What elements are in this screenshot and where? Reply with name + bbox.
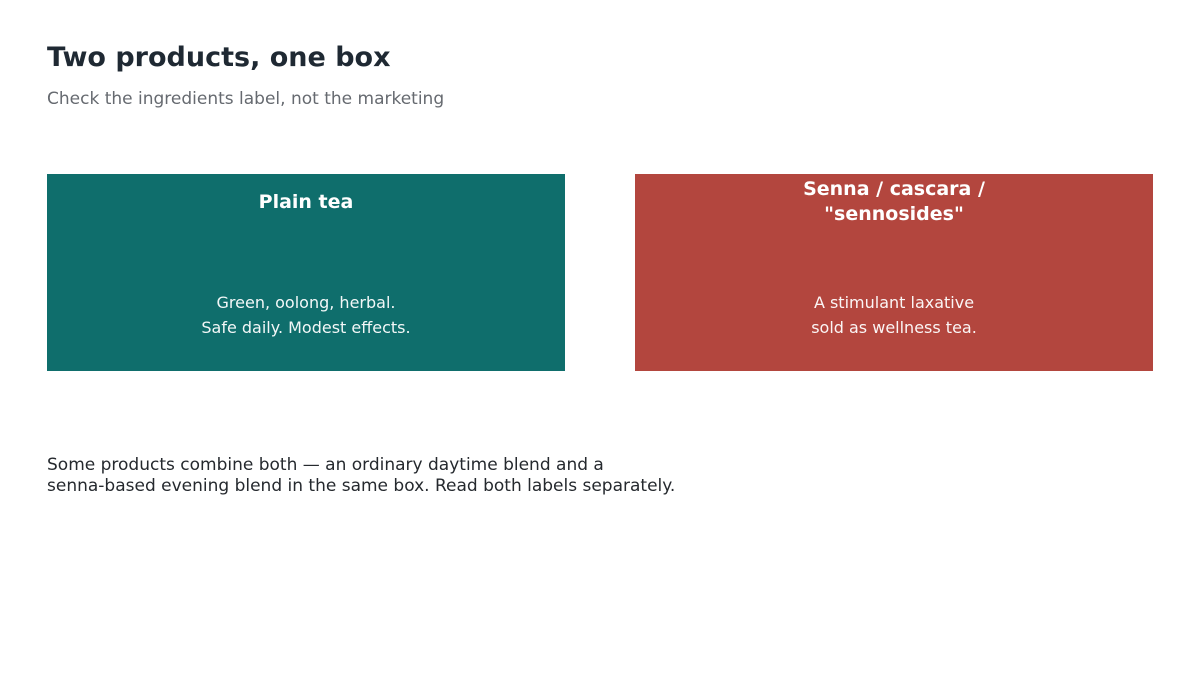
plain-tea-heading: Plain tea [258,190,354,213]
senna-heading: Senna / cascara / "sennosides" [635,174,1153,230]
senna-card: Senna / cascara / "sennosides" A stimula… [635,174,1153,371]
senna-line-2: sold as wellness tea. [811,318,977,337]
senna-line-1: A stimulant laxative [813,293,975,312]
plain-tea-description: Green, oolong, herbal. Safe daily. Modes… [47,290,565,340]
senna-heading-line-1: Senna / cascara / [803,178,985,200]
senna-heading-line-2: "sennosides" [824,203,964,225]
combined-products-note: Some products combine both — an ordinary… [47,455,675,497]
plain-tea-line-1: Green, oolong, herbal. [216,293,396,312]
page-title: Two products, one box [47,42,391,73]
page-subtitle: Check the ingredients label, not the mar… [47,89,445,109]
note-line-1: Some products combine both — an ordinary… [47,455,604,475]
plain-tea-card: Plain tea Green, oolong, herbal. Safe da… [47,174,565,371]
plain-tea-line-2: Safe daily. Modest effects. [201,318,411,337]
senna-description: A stimulant laxative sold as wellness te… [635,290,1153,340]
note-line-2: senna-based evening blend in the same bo… [47,476,676,496]
